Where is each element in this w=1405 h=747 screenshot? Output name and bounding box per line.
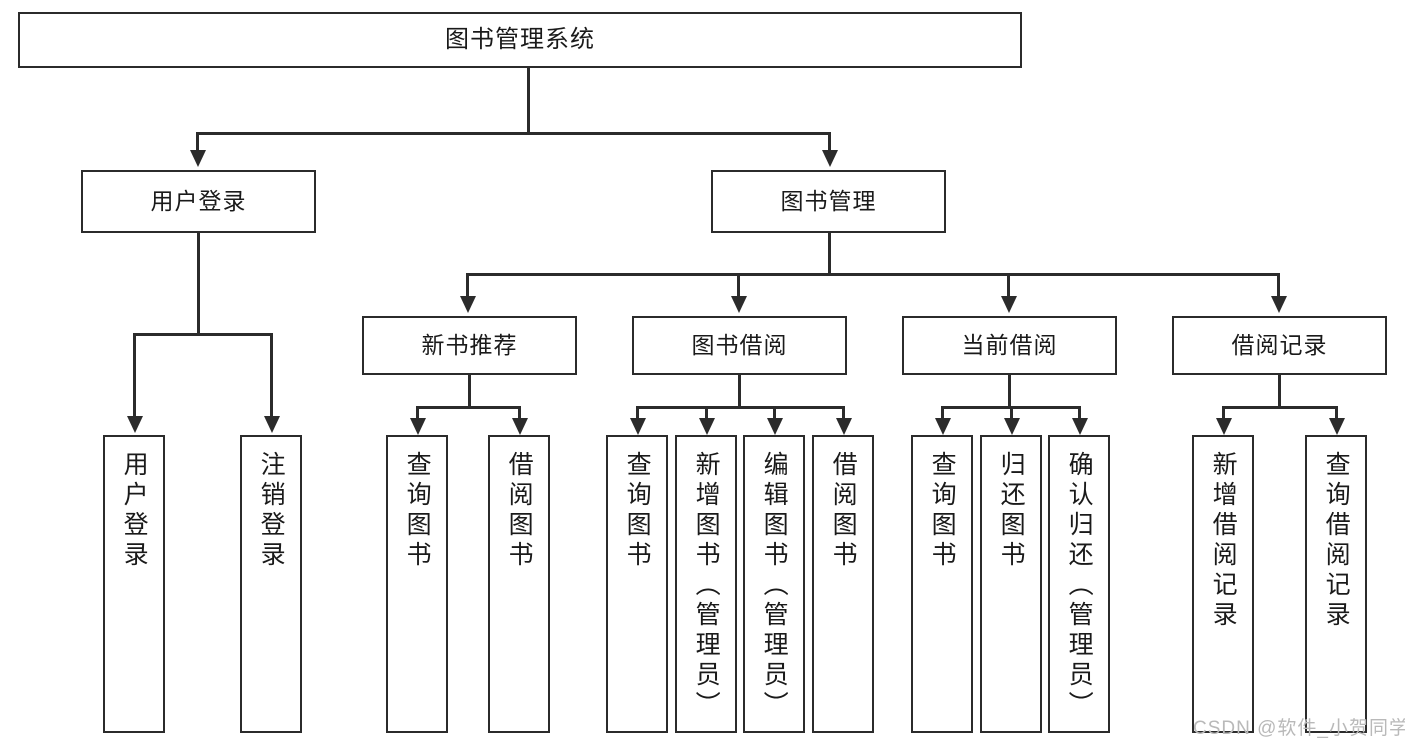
leaf-book-borrow-1[interactable]: 新增图书（管理员） — [675, 435, 737, 733]
connector-borrowrecord-bus — [1222, 406, 1338, 409]
leaf-current-borrow-1[interactable]: 归还图书 — [980, 435, 1042, 733]
arrowhead-l3-2 — [1001, 296, 1017, 313]
leaf-current-borrow-2[interactable]: 确认归还（管理员） — [1048, 435, 1110, 733]
leaf-new-book-recommend-0-label: 查询图书 — [403, 451, 432, 571]
arrowhead-userlogin-d0 — [127, 416, 143, 433]
arrowhead-newbook-d0 — [410, 418, 426, 435]
arrowhead-l2-0 — [190, 150, 206, 167]
connector-bookborrow-d2 — [773, 406, 776, 420]
connector-userlogin-bus — [133, 333, 273, 336]
arrowhead-currentborrow-d0 — [935, 418, 951, 435]
connector-root-stem — [527, 68, 530, 134]
connector-root-bus — [196, 132, 831, 135]
leaf-book-borrow-1-label: 新增图书（管理员） — [692, 451, 721, 721]
connector-root-to-l2-1 — [828, 132, 831, 152]
leaf-borrow-record-1[interactable]: 查询借阅记录 — [1305, 435, 1367, 733]
leaf-user-login-1[interactable]: 注销登录 — [240, 435, 302, 733]
connector-currentborrow-stem — [1008, 375, 1011, 408]
node-root[interactable]: 图书管理系统 — [18, 12, 1022, 68]
leaf-new-book-recommend-1-label: 借阅图书 — [505, 451, 534, 571]
connector-bookmgmt-bus — [466, 273, 1280, 276]
connector-newbook-bus — [416, 406, 521, 409]
connector-bookmgmt-d3 — [1277, 273, 1280, 298]
connector-bookborrow-d0 — [636, 406, 639, 420]
connector-newbook-d1 — [518, 406, 521, 420]
arrowhead-bookborrow-d0 — [630, 418, 646, 435]
connector-borrowrecord-stem — [1278, 375, 1281, 408]
leaf-new-book-recommend-0[interactable]: 查询图书 — [386, 435, 448, 733]
leaf-new-book-recommend-1[interactable]: 借阅图书 — [488, 435, 550, 733]
node-user-login-label: 用户登录 — [150, 188, 247, 215]
leaf-borrow-record-0[interactable]: 新增借阅记录 — [1192, 435, 1254, 733]
connector-newbook-stem — [468, 375, 471, 408]
connector-userlogin-stem — [197, 233, 200, 335]
arrowhead-bookborrow-d2 — [767, 418, 783, 435]
connector-newbook-d0 — [416, 406, 419, 420]
arrowhead-l2-1 — [822, 150, 838, 167]
connector-bookborrow-d1 — [705, 406, 708, 420]
arrowhead-l3-1 — [731, 296, 747, 313]
connector-userlogin-d0 — [133, 333, 136, 418]
connector-bookmgmt-d0 — [466, 273, 469, 298]
connector-bookmgmt-d1 — [737, 273, 740, 298]
connector-borrowrecord-d0 — [1222, 406, 1225, 420]
arrowhead-newbook-d1 — [512, 418, 528, 435]
node-user-login[interactable]: 用户登录 — [81, 170, 316, 233]
node-new-book-recommend[interactable]: 新书推荐 — [362, 316, 577, 375]
node-borrow-record[interactable]: 借阅记录 — [1172, 316, 1387, 375]
leaf-book-borrow-2[interactable]: 编辑图书（管理员） — [743, 435, 805, 733]
arrowhead-currentborrow-d2 — [1072, 418, 1088, 435]
arrowhead-l3-0 — [460, 296, 476, 313]
arrowhead-bookborrow-d3 — [836, 418, 852, 435]
node-book-management-label: 图书管理 — [780, 188, 877, 215]
connector-currentborrow-d2 — [1078, 406, 1081, 420]
connector-root-to-l2-0 — [196, 132, 199, 152]
connector-bookmgmt-stem — [828, 233, 831, 275]
node-root-label: 图书管理系统 — [445, 26, 595, 53]
node-new-book-recommend-label: 新书推荐 — [421, 332, 518, 359]
leaf-user-login-0-label: 用户登录 — [120, 451, 149, 571]
leaf-current-borrow-0-label: 查询图书 — [928, 451, 957, 571]
arrowhead-borrowrecord-d1 — [1329, 418, 1345, 435]
connector-borrowrecord-d1 — [1335, 406, 1338, 420]
arrowhead-l3-3 — [1271, 296, 1287, 313]
node-current-borrow[interactable]: 当前借阅 — [902, 316, 1117, 375]
arrowhead-userlogin-d1 — [264, 416, 280, 433]
leaf-book-borrow-0-label: 查询图书 — [623, 451, 652, 571]
connector-bookborrow-stem — [738, 375, 741, 408]
connector-currentborrow-d1 — [1010, 406, 1013, 420]
connector-bookborrow-d3 — [842, 406, 845, 420]
leaf-current-borrow-2-label: 确认归还（管理员） — [1065, 451, 1094, 721]
arrowhead-borrowrecord-d0 — [1216, 418, 1232, 435]
node-book-borrow-label: 图书借阅 — [691, 332, 788, 359]
leaf-borrow-record-0-label: 新增借阅记录 — [1209, 451, 1238, 631]
connector-bookborrow-bus — [636, 406, 844, 409]
node-borrow-record-label: 借阅记录 — [1231, 332, 1328, 359]
connector-currentborrow-d0 — [941, 406, 944, 420]
leaf-borrow-record-1-label: 查询借阅记录 — [1322, 451, 1351, 631]
leaf-book-borrow-0[interactable]: 查询图书 — [606, 435, 668, 733]
arrowhead-bookborrow-d1 — [699, 418, 715, 435]
arrowhead-currentborrow-d1 — [1004, 418, 1020, 435]
node-book-management[interactable]: 图书管理 — [711, 170, 946, 233]
leaf-user-login-0[interactable]: 用户登录 — [103, 435, 165, 733]
leaf-current-borrow-1-label: 归还图书 — [997, 451, 1026, 571]
node-book-borrow[interactable]: 图书借阅 — [632, 316, 847, 375]
leaf-user-login-1-label: 注销登录 — [257, 451, 286, 571]
leaf-book-borrow-3-label: 借阅图书 — [829, 451, 858, 571]
node-current-borrow-label: 当前借阅 — [961, 332, 1058, 359]
leaf-current-borrow-0[interactable]: 查询图书 — [911, 435, 973, 733]
connector-bookmgmt-d2 — [1007, 273, 1010, 298]
leaf-book-borrow-3[interactable]: 借阅图书 — [812, 435, 874, 733]
connector-userlogin-d1 — [270, 333, 273, 418]
leaf-book-borrow-2-label: 编辑图书（管理员） — [760, 451, 789, 721]
